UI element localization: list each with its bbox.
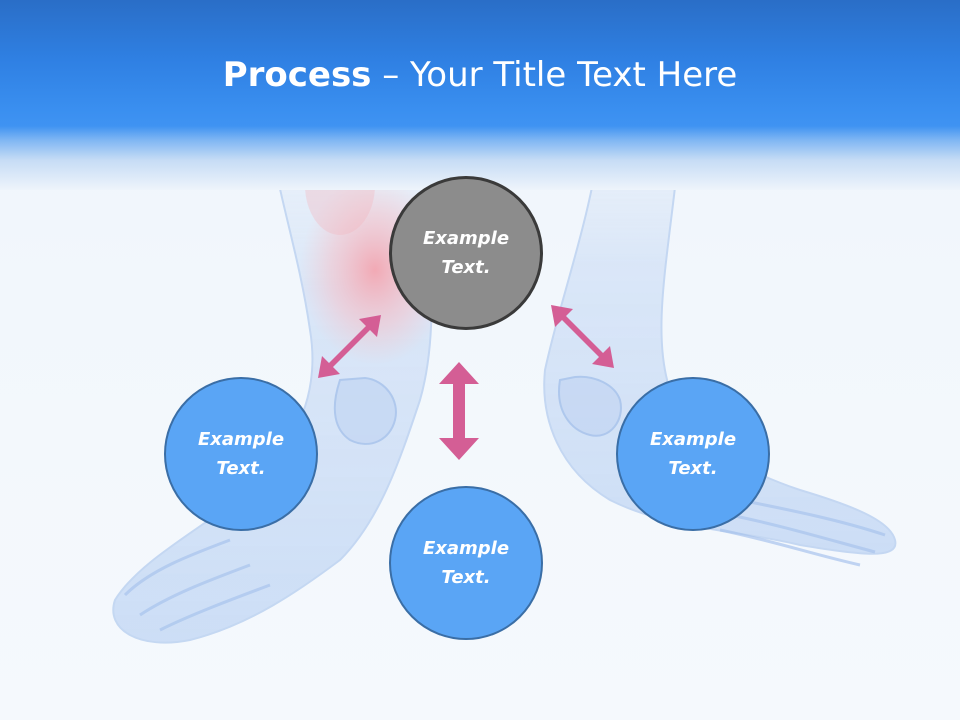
node-left-line1: Example <box>197 429 285 450</box>
node-left: Example Text. <box>164 377 318 531</box>
title-bar <box>0 0 960 190</box>
node-left-line2: Text. <box>216 458 266 479</box>
node-right-label: Example Text. <box>633 425 753 483</box>
node-bottom-line1: Example <box>422 538 510 559</box>
node-top: Example Text. <box>389 176 543 330</box>
arrow-top-right <box>551 305 614 368</box>
node-right-line2: Text. <box>668 458 718 479</box>
node-right-line1: Example <box>649 429 737 450</box>
title-bold: Process <box>222 55 372 95</box>
node-bottom-line2: Text. <box>441 567 491 588</box>
node-right: Example Text. <box>616 377 770 531</box>
page-title: Process – Your Title Text Here <box>0 52 960 98</box>
node-bottom-label: Example Text. <box>406 534 526 592</box>
node-top-line1: Example <box>422 228 510 249</box>
node-bottom: Example Text. <box>389 486 543 640</box>
arrow-center <box>439 362 479 460</box>
node-left-label: Example Text. <box>181 425 301 483</box>
title-rest: – Your Title Text Here <box>371 55 738 95</box>
node-top-line2: Text. <box>441 257 491 278</box>
arrow-top-left <box>318 315 381 378</box>
node-top-label: Example Text. <box>406 224 526 282</box>
